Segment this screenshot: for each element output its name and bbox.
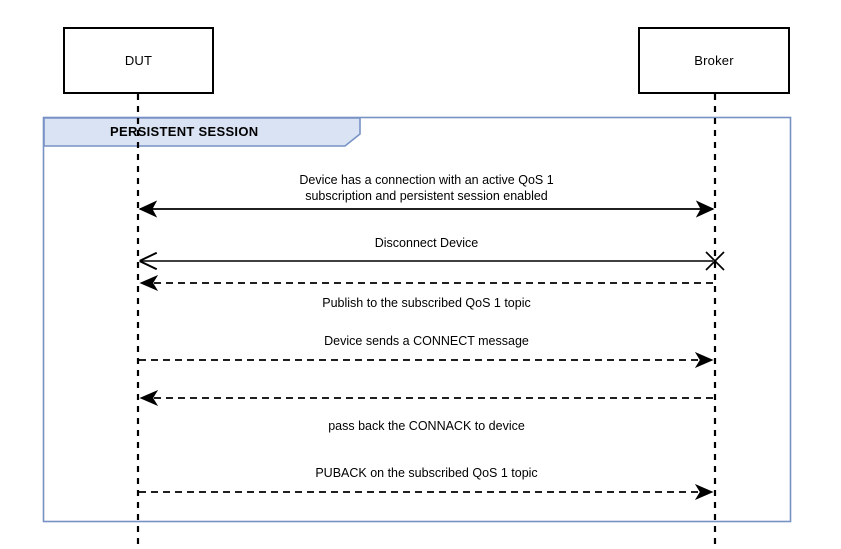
message-label-6: PUBACK on the subscribed QoS 1 topic bbox=[315, 466, 538, 480]
participant-box-dut[interactable]: DUT bbox=[63, 27, 214, 94]
fragment-title: PERSISTENT SESSION bbox=[110, 124, 259, 139]
fragment-frame bbox=[42, 116, 792, 523]
message-label-5: pass back the CONNACK to device bbox=[328, 419, 525, 433]
message-label-1: Device has a connection with an active Q… bbox=[299, 173, 554, 203]
participant-box-broker[interactable]: Broker bbox=[638, 27, 790, 94]
fragment-header-shape bbox=[43, 117, 361, 147]
message-label-4: Device sends a CONNECT message bbox=[324, 334, 529, 348]
message-label-2: Disconnect Device bbox=[374, 236, 479, 250]
participant-label-dut: DUT bbox=[124, 53, 153, 68]
destruction-x-marker bbox=[705, 251, 725, 271]
message-label-3: Publish to the subscribed QoS 1 topic bbox=[322, 296, 531, 310]
participant-label-broker: Broker bbox=[694, 53, 734, 68]
